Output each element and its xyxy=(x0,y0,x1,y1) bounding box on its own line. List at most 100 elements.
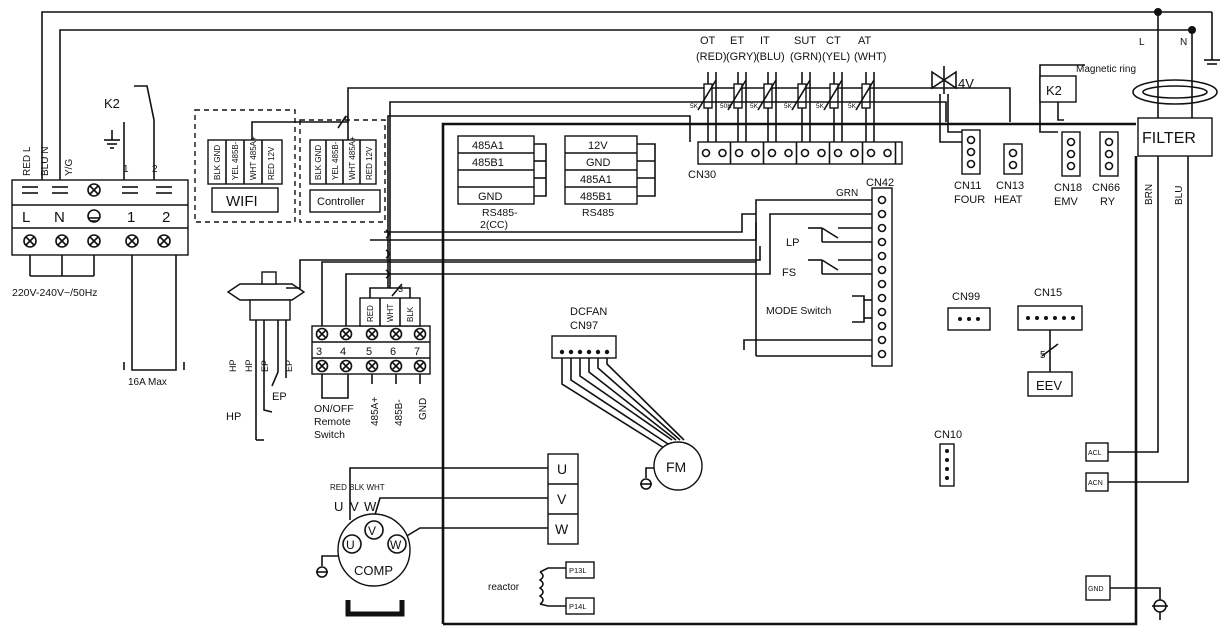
cn30-pin xyxy=(883,148,892,158)
ctrl-pin-12v: RED 12V xyxy=(365,146,374,180)
ep-label: EP xyxy=(272,391,287,403)
hp-label: HP xyxy=(226,411,241,423)
tb-wire-red: RED xyxy=(366,305,375,322)
ps-pin-ep-1: EP xyxy=(260,360,270,372)
cn30-pin xyxy=(800,148,810,158)
fs-label: FS xyxy=(782,267,796,279)
rs485cc-row-gnd: GND xyxy=(478,191,503,203)
pressure-switch: HP HP EP EP HP EP xyxy=(226,246,761,441)
terminal-n: N xyxy=(54,209,65,226)
mains-wires: L N xyxy=(41,8,1220,180)
cn13-label: CN13 xyxy=(996,180,1024,192)
gnd-label: GND xyxy=(1088,586,1104,593)
fan-motor-label: FM xyxy=(666,459,686,475)
cn13-connector: CN13 HEAT xyxy=(994,143,1024,206)
cn13-sub: HEAT xyxy=(994,194,1023,206)
rs485-row-gnd: GND xyxy=(586,157,611,169)
grn-label: GRN xyxy=(836,188,858,199)
reactor: reactor P13L P14L xyxy=(488,561,595,615)
cn42-pin xyxy=(877,251,887,261)
sensor-group: CN30 OT(RED)5KET(GRY)50KIT(BLU)5KSUT(GRN… xyxy=(688,35,903,181)
ctrl-pin-485a: WHT 485A+ xyxy=(348,136,357,180)
acl-label: ACL xyxy=(1088,450,1102,457)
onoff-line-2: Remote xyxy=(314,416,351,428)
cn30-pin xyxy=(767,148,777,158)
wifi-label: WIFI xyxy=(226,193,258,210)
wire-label-yg: Y/G xyxy=(64,159,75,176)
sensor-it: IT(BLU)5K xyxy=(750,35,785,142)
eev-wire-count: 5 xyxy=(1040,350,1046,361)
screw-icon xyxy=(389,359,403,373)
sensor-value: 5K xyxy=(750,103,759,110)
relay-k2-label: K2 xyxy=(104,96,120,111)
bottom-screws xyxy=(23,234,171,248)
cn30-pin xyxy=(701,148,711,158)
sensor-value: 5K xyxy=(848,103,857,110)
tb-num-5: 5 xyxy=(366,346,372,358)
rs485-row-12v: 12V xyxy=(588,140,608,152)
tb-wire-blk: BLK xyxy=(406,306,415,322)
wifi-pin-gnd: BLK GND xyxy=(213,145,222,180)
tb-bottom-485b: 485B- xyxy=(394,399,405,426)
sensor-color: (WHT) xyxy=(854,51,886,63)
rs485-cc-connector: 485A1 485B1 GND RS485- 2(CC) xyxy=(457,135,547,231)
cn42-connector: CN42 GRN LP FS MODE Switch xyxy=(743,177,894,367)
cn66-connector: CN66 RY xyxy=(1092,131,1120,208)
screw-icon xyxy=(87,183,101,197)
cn30-label: CN30 xyxy=(688,169,716,181)
sensor-et: ET(GRY)50K xyxy=(720,35,757,142)
tb-num-6: 6 xyxy=(390,346,396,358)
ctrl-pin-485b: YEL 485B- xyxy=(331,141,340,180)
four-way-valve: 4V CN11 FOUR xyxy=(931,66,985,206)
filter-out-blu: BLU xyxy=(1174,186,1185,205)
comp-phase-v: V xyxy=(350,499,359,514)
sensor-name: ET xyxy=(730,35,744,47)
controller-label: Controller xyxy=(317,196,365,208)
cn42-pin xyxy=(877,265,887,275)
cn42-pin xyxy=(877,335,887,345)
comp-terminal-w: W xyxy=(390,538,402,552)
screw-icon xyxy=(365,327,379,341)
cn11-label: CN11 xyxy=(954,180,981,192)
cn10-label: CN10 xyxy=(934,429,962,441)
cn42-pin xyxy=(877,321,887,331)
cn30-pin xyxy=(817,148,826,158)
eev-label: EEV xyxy=(1036,378,1062,393)
rs485-row-485a1: 485A1 xyxy=(580,174,612,186)
cn66-label: CN66 xyxy=(1092,182,1120,194)
cn18-sub: EMV xyxy=(1054,196,1079,208)
filter-out-brn: BRN xyxy=(1144,184,1155,205)
tb-bottom-gnd: GND xyxy=(418,398,429,420)
cn66-sub: RY xyxy=(1100,196,1116,208)
screw-icon xyxy=(339,327,353,341)
sensor-name: OT xyxy=(700,35,716,47)
p13l-label: P13L xyxy=(569,566,587,575)
dc-fan: DCFAN CN97 FM xyxy=(551,306,703,491)
cn42-pin xyxy=(877,279,887,289)
valve-icon xyxy=(931,66,957,94)
comp-label: COMP xyxy=(354,563,393,578)
wifi-pin-12v: RED 12V xyxy=(267,146,276,180)
rs485-connector: 12V GND 485A1 485B1 RS485 xyxy=(564,135,656,219)
wifi-pin-485a: WHT 485A+ xyxy=(249,136,258,180)
main-board xyxy=(441,122,1138,626)
sensor-ct: CT(YEL)5K xyxy=(816,35,850,142)
cn99-label: CN99 xyxy=(952,291,980,303)
compressor: U V W RED BLK WHT U V W U V W COMP xyxy=(316,453,579,617)
terminal-2: 2 xyxy=(162,209,170,226)
uvw-u: U xyxy=(557,461,567,477)
cn30-pin xyxy=(833,148,843,158)
rs485-row-485b1: 485B1 xyxy=(580,191,612,203)
tb-num-7: 7 xyxy=(414,346,420,358)
ps-pin-hp-2: HP xyxy=(244,359,254,372)
onoff-line-3: Switch xyxy=(314,429,345,441)
filter-in-n: N xyxy=(1180,37,1187,48)
sensor-color: (GRY) xyxy=(726,51,757,63)
rs485-label: RS485 xyxy=(582,207,614,219)
cn18-label: CN18 xyxy=(1054,182,1082,194)
remote-terminal-block: 3 4 5 6 7 RED WHT BLK 3 ON/OFF Remote Sw… xyxy=(311,101,947,441)
sensor-color: (GRN) xyxy=(790,51,822,63)
rs485cc-row-1: 485A1 xyxy=(472,140,504,152)
